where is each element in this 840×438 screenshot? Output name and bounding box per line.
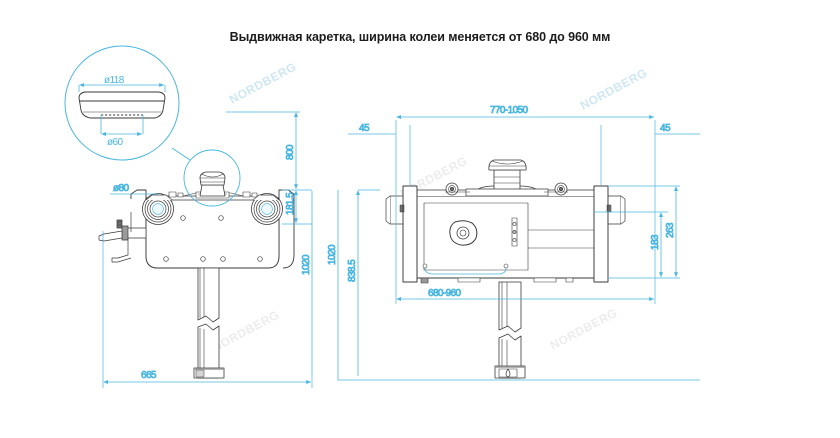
body-plate bbox=[145, 197, 280, 269]
center-saddle bbox=[199, 171, 226, 197]
dim-60-label: ø60 bbox=[107, 137, 123, 148]
front-view-group bbox=[98, 171, 295, 379]
dim-1020b-label: 1020 bbox=[327, 244, 338, 265]
dim-1815-label: 181.5 bbox=[285, 192, 296, 215]
beam-indicator bbox=[511, 217, 518, 247]
dim-770-1050-label: 770-1050 bbox=[490, 105, 528, 116]
watermark-text: NORDBERG bbox=[227, 60, 299, 107]
page-title: Выдвижная каретка, ширина колеи меняется… bbox=[229, 30, 611, 44]
left-valve-assembly bbox=[98, 212, 147, 263]
dim-8385-label: 838.5 bbox=[347, 259, 358, 282]
right-end-plate bbox=[593, 185, 626, 283]
beam-bottom-fittings bbox=[420, 277, 574, 284]
dim-118 bbox=[78, 83, 166, 92]
detail-marker-circle bbox=[183, 149, 241, 207]
left-end-plate bbox=[385, 185, 418, 283]
watermark-text: NORDBERG bbox=[210, 308, 282, 355]
beam-bottom-bolts bbox=[422, 263, 509, 269]
watermark-text: NORDBERG bbox=[578, 66, 650, 113]
dim-800-label: 800 bbox=[285, 144, 296, 160]
dim-118-label: ø118 bbox=[104, 75, 125, 86]
detail-circle-group: ø118 ø60 bbox=[64, 45, 241, 207]
body-bolt-holes bbox=[163, 215, 263, 262]
side-vertical-post bbox=[494, 281, 526, 379]
side-view-group bbox=[385, 159, 626, 379]
dim-80-label: ø80 bbox=[113, 183, 129, 194]
left-roller-assembly bbox=[142, 193, 174, 225]
side-view-dimensions: 45 45 770-1050 183 263 1020 838.5 680-9 bbox=[327, 105, 700, 381]
beam-inner-panel bbox=[423, 202, 529, 271]
dim-680-960-label: 680-960 bbox=[428, 288, 462, 299]
front-view-dimensions: ø80 800 181.5 1020 665 bbox=[102, 111, 313, 388]
dim-45a-label: 45 bbox=[359, 123, 370, 134]
dim-665-label: 665 bbox=[141, 370, 157, 381]
detail-leader-line bbox=[171, 147, 191, 161]
beam-hub-port bbox=[449, 220, 478, 246]
dim-183-label: 183 bbox=[650, 234, 661, 250]
watermark-text: NORDBERG bbox=[548, 306, 620, 353]
side-rollers bbox=[445, 182, 568, 196]
vertical-post bbox=[193, 267, 225, 379]
dim-60 bbox=[100, 115, 144, 136]
detail-cup-shape bbox=[78, 91, 166, 119]
right-roller-assembly bbox=[251, 193, 283, 225]
dim-1020-label: 1020 bbox=[301, 254, 312, 275]
side-center-saddle bbox=[465, 159, 549, 197]
dim-45b-label: 45 bbox=[660, 123, 671, 134]
beam-hose bbox=[424, 267, 507, 275]
dim-263-label: 263 bbox=[665, 222, 676, 238]
